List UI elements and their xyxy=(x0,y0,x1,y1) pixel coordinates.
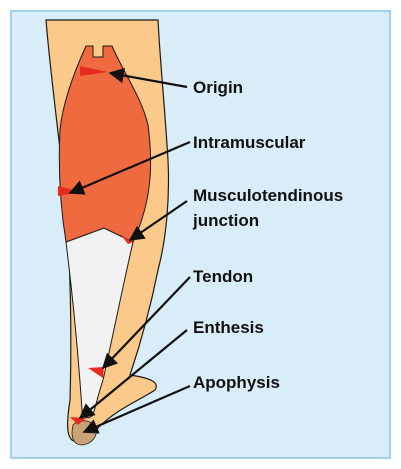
tendon-label: Tendon xyxy=(193,267,253,286)
apophysis-label: Apophysis xyxy=(193,373,280,392)
musculotendinous-label-line1: Musculotendinous xyxy=(193,186,343,205)
enthesis-label: Enthesis xyxy=(193,318,264,337)
intramuscular-label: Intramuscular xyxy=(193,133,306,152)
musculotendinous-label-line2: junction xyxy=(192,211,259,230)
origin-label: Origin xyxy=(193,78,243,97)
